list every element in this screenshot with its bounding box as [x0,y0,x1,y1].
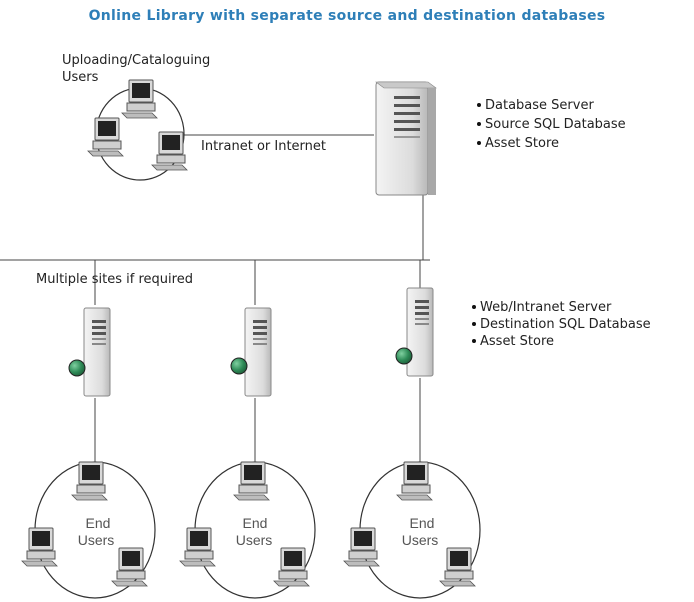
end-users-group-2: End Users [179,461,316,599]
computer-icon [21,527,58,567]
connection-lines [0,134,430,462]
asset-store-bullet: Asset Store [485,136,559,151]
database-server-bullet: Database Server [485,98,594,113]
computer-icon [343,527,380,567]
computer-icon [273,547,310,587]
computer-icon [439,547,476,587]
web-server-icon [395,287,434,377]
computer-icon [179,527,216,567]
asset-store-bullet: Asset Store [480,334,554,349]
globe-icon [395,347,413,365]
computer-icon [121,79,158,119]
end-users-group-1: End Users [21,461,156,599]
site2-server-icon [230,307,272,397]
multiple-sites-label: Multiple sites if required [36,272,193,287]
end-users-label-line2: Users [402,532,439,548]
database-server-icon [375,81,437,196]
connection-label: Intranet or Internet [201,139,326,154]
computer-icon [71,461,108,501]
end-users-label-line2: Users [78,532,115,548]
web-server-bullets: Web/Intranet Server Destination SQL Data… [472,300,651,349]
globe-icon [68,359,86,377]
site1-server-icon [68,307,111,397]
database-server-bullets: Database Server Source SQL Database Asse… [477,98,626,151]
end-users-label-line1: End [86,515,111,531]
globe-icon [230,357,248,375]
source-database-bullet: Source SQL Database [485,117,626,132]
uploading-users-label-line2: Users [62,70,99,85]
computer-icon [111,547,148,587]
diagram-title: Online Library with separate source and … [89,8,606,24]
end-users-label-line1: End [410,515,435,531]
computer-icon [151,131,188,171]
computer-icon [87,117,124,157]
computer-icon [396,461,433,501]
destination-database-bullet: Destination SQL Database [480,317,651,332]
end-users-label-line2: Users [236,532,273,548]
end-users-group-3: End Users [343,461,481,599]
web-server-bullet: Web/Intranet Server [480,300,612,315]
computer-icon [233,461,270,501]
uploading-users-label-line1: Uploading/Cataloguing [62,53,210,68]
end-users-label-line1: End [243,515,268,531]
